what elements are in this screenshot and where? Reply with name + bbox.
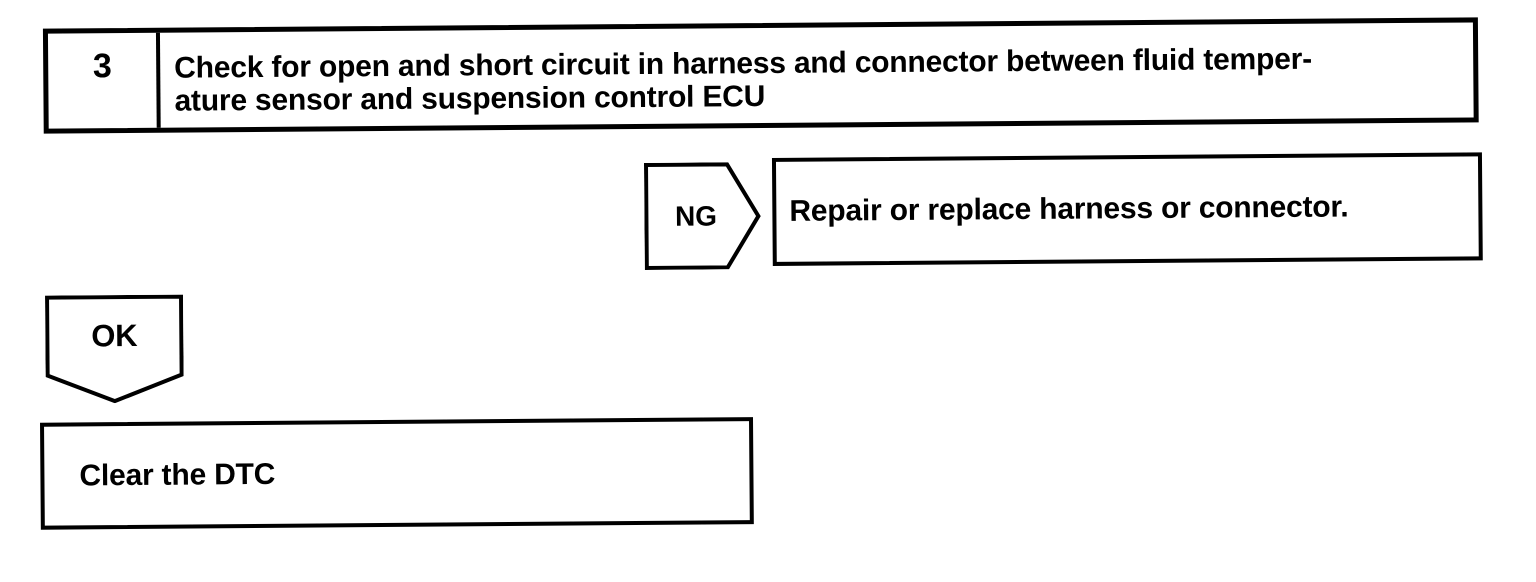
ng-connector: NG (643, 162, 762, 270)
ok-connector: OK (45, 294, 184, 404)
ng-action-text: Repair or replace harness or connector. (789, 190, 1349, 228)
step-number-cell: 3 (47, 32, 161, 129)
ok-action-box: Clear the DTC (40, 417, 754, 530)
step-number: 3 (92, 47, 112, 86)
step-box: 3 Check for open and short circuit in ha… (42, 17, 1479, 134)
ok-pentagon-arrow-icon (45, 294, 184, 404)
ng-pentagon-arrow-icon (643, 162, 761, 270)
ok-action-text: Clear the DTC (79, 457, 276, 492)
ok-label: OK (91, 317, 138, 354)
step-title: Check for open and short circuit in harn… (160, 22, 1474, 127)
ng-action-box: Repair or replace harness or connector. (771, 152, 1483, 266)
ng-label: NG (674, 199, 717, 232)
